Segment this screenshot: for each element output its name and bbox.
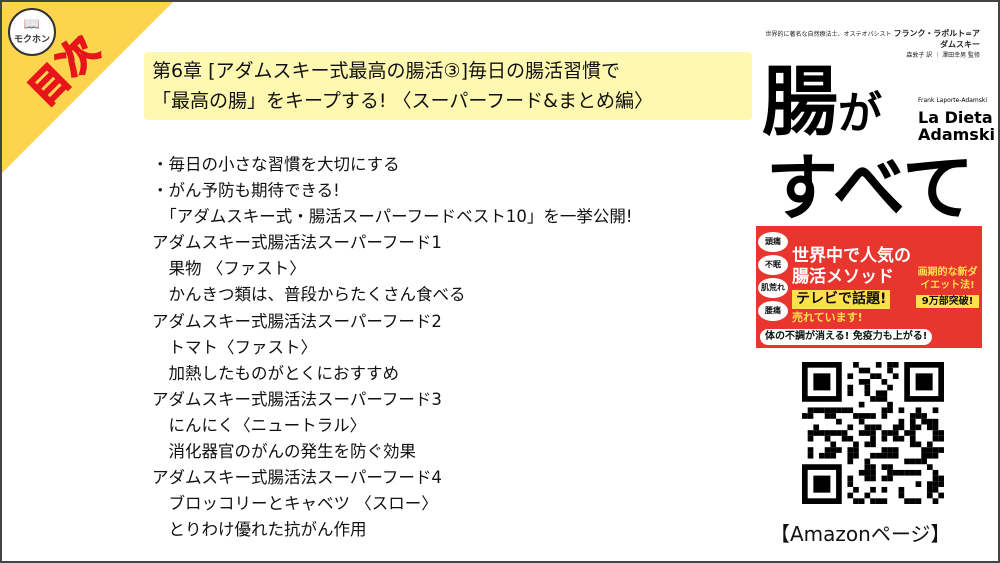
cover-authors: 世界的に著名な自然療法士、オステオパシスト フランク・ラポルト=アダムスキー森敦… — [765, 29, 980, 59]
contents-list: ・毎日の小さな習慣を大切にする・がん予防も期待できる! 「アダムスキー式・腸活ス… — [152, 152, 633, 543]
amazon-link[interactable]: 【Amazonページ】 — [770, 522, 951, 546]
band-tv: テレビで話題! — [792, 290, 891, 309]
band-right: 画期的な新ダイエット法!9万部突破! — [916, 267, 979, 308]
contents-item: にんにく〈ニュートラル〉 — [152, 415, 367, 435]
mokuhon-logo[interactable]: 📖 モクホン — [8, 8, 56, 56]
contents-item: 消化器官のがんの発生を防ぐ効果 — [152, 442, 417, 462]
symptom-list: 頭痛不眠肌荒れ腰痛 — [758, 232, 788, 324]
contents-item: 「アダムスキー式・腸活スーパーフードベスト10」を一挙公開! — [152, 207, 633, 227]
contents-item: ブロッコリーとキャベツ 〈スロー〉 — [152, 494, 438, 514]
cover-title-2: すべて — [766, 146, 975, 230]
band-selling: 売れています! — [792, 311, 863, 324]
cover-title-1: 腸が — [762, 57, 882, 146]
contents-item: 加熱したものがとくにおすすめ — [152, 363, 400, 383]
chapter-title-line1: 第6章 [アダムスキー式最高の腸活③]毎日の腸活習慣で — [152, 60, 620, 82]
contents-item: アダムスキー式腸活法スーパーフード3 — [152, 389, 442, 409]
contents-item: とりわけ優れた抗がん作用 — [152, 520, 367, 540]
band-headline: 世界中で人気の腸活メソッド — [792, 246, 911, 287]
contents-item: ・毎日の小さな習慣を大切にする — [152, 155, 400, 174]
book-icon: 📖 — [23, 17, 41, 32]
qr-code[interactable] — [802, 362, 944, 504]
contents-item: アダムスキー式腸活法スーパーフード1 — [152, 233, 442, 253]
cover-band: 頭痛不眠肌荒れ腰痛 世界中で人気の腸活メソッド テレビで話題! 売れています! … — [756, 226, 982, 348]
band-bottom: 体の不調が消える! 免疫力も上がる! — [760, 329, 933, 345]
contents-item: トマト〈ファスト〉 — [152, 337, 318, 357]
contents-item: 果物 〈ファスト〉 — [152, 259, 306, 279]
book-cover[interactable]: 世界的に著名な自然療法士、オステオパシスト フランク・ラポルト=アダムスキー森敦… — [752, 0, 995, 350]
chapter-title: 第6章 [アダムスキー式最高の腸活③]毎日の腸活習慣で 「最高の腸」をキープする… — [144, 52, 752, 120]
contents-item: アダムスキー式腸活法スーパーフード2 — [152, 311, 442, 331]
contents-item: かんきつ類は、普段からたくさん食べる — [152, 285, 466, 305]
contents-item: ・がん予防も期待できる! — [152, 181, 340, 201]
logo-text: モクホン — [13, 35, 50, 45]
contents-item: アダムスキー式腸活法スーパーフード4 — [152, 468, 442, 488]
chapter-title-line2: 「最高の腸」をキープする! 〈スーパーフード&まとめ編〉 — [152, 90, 654, 112]
